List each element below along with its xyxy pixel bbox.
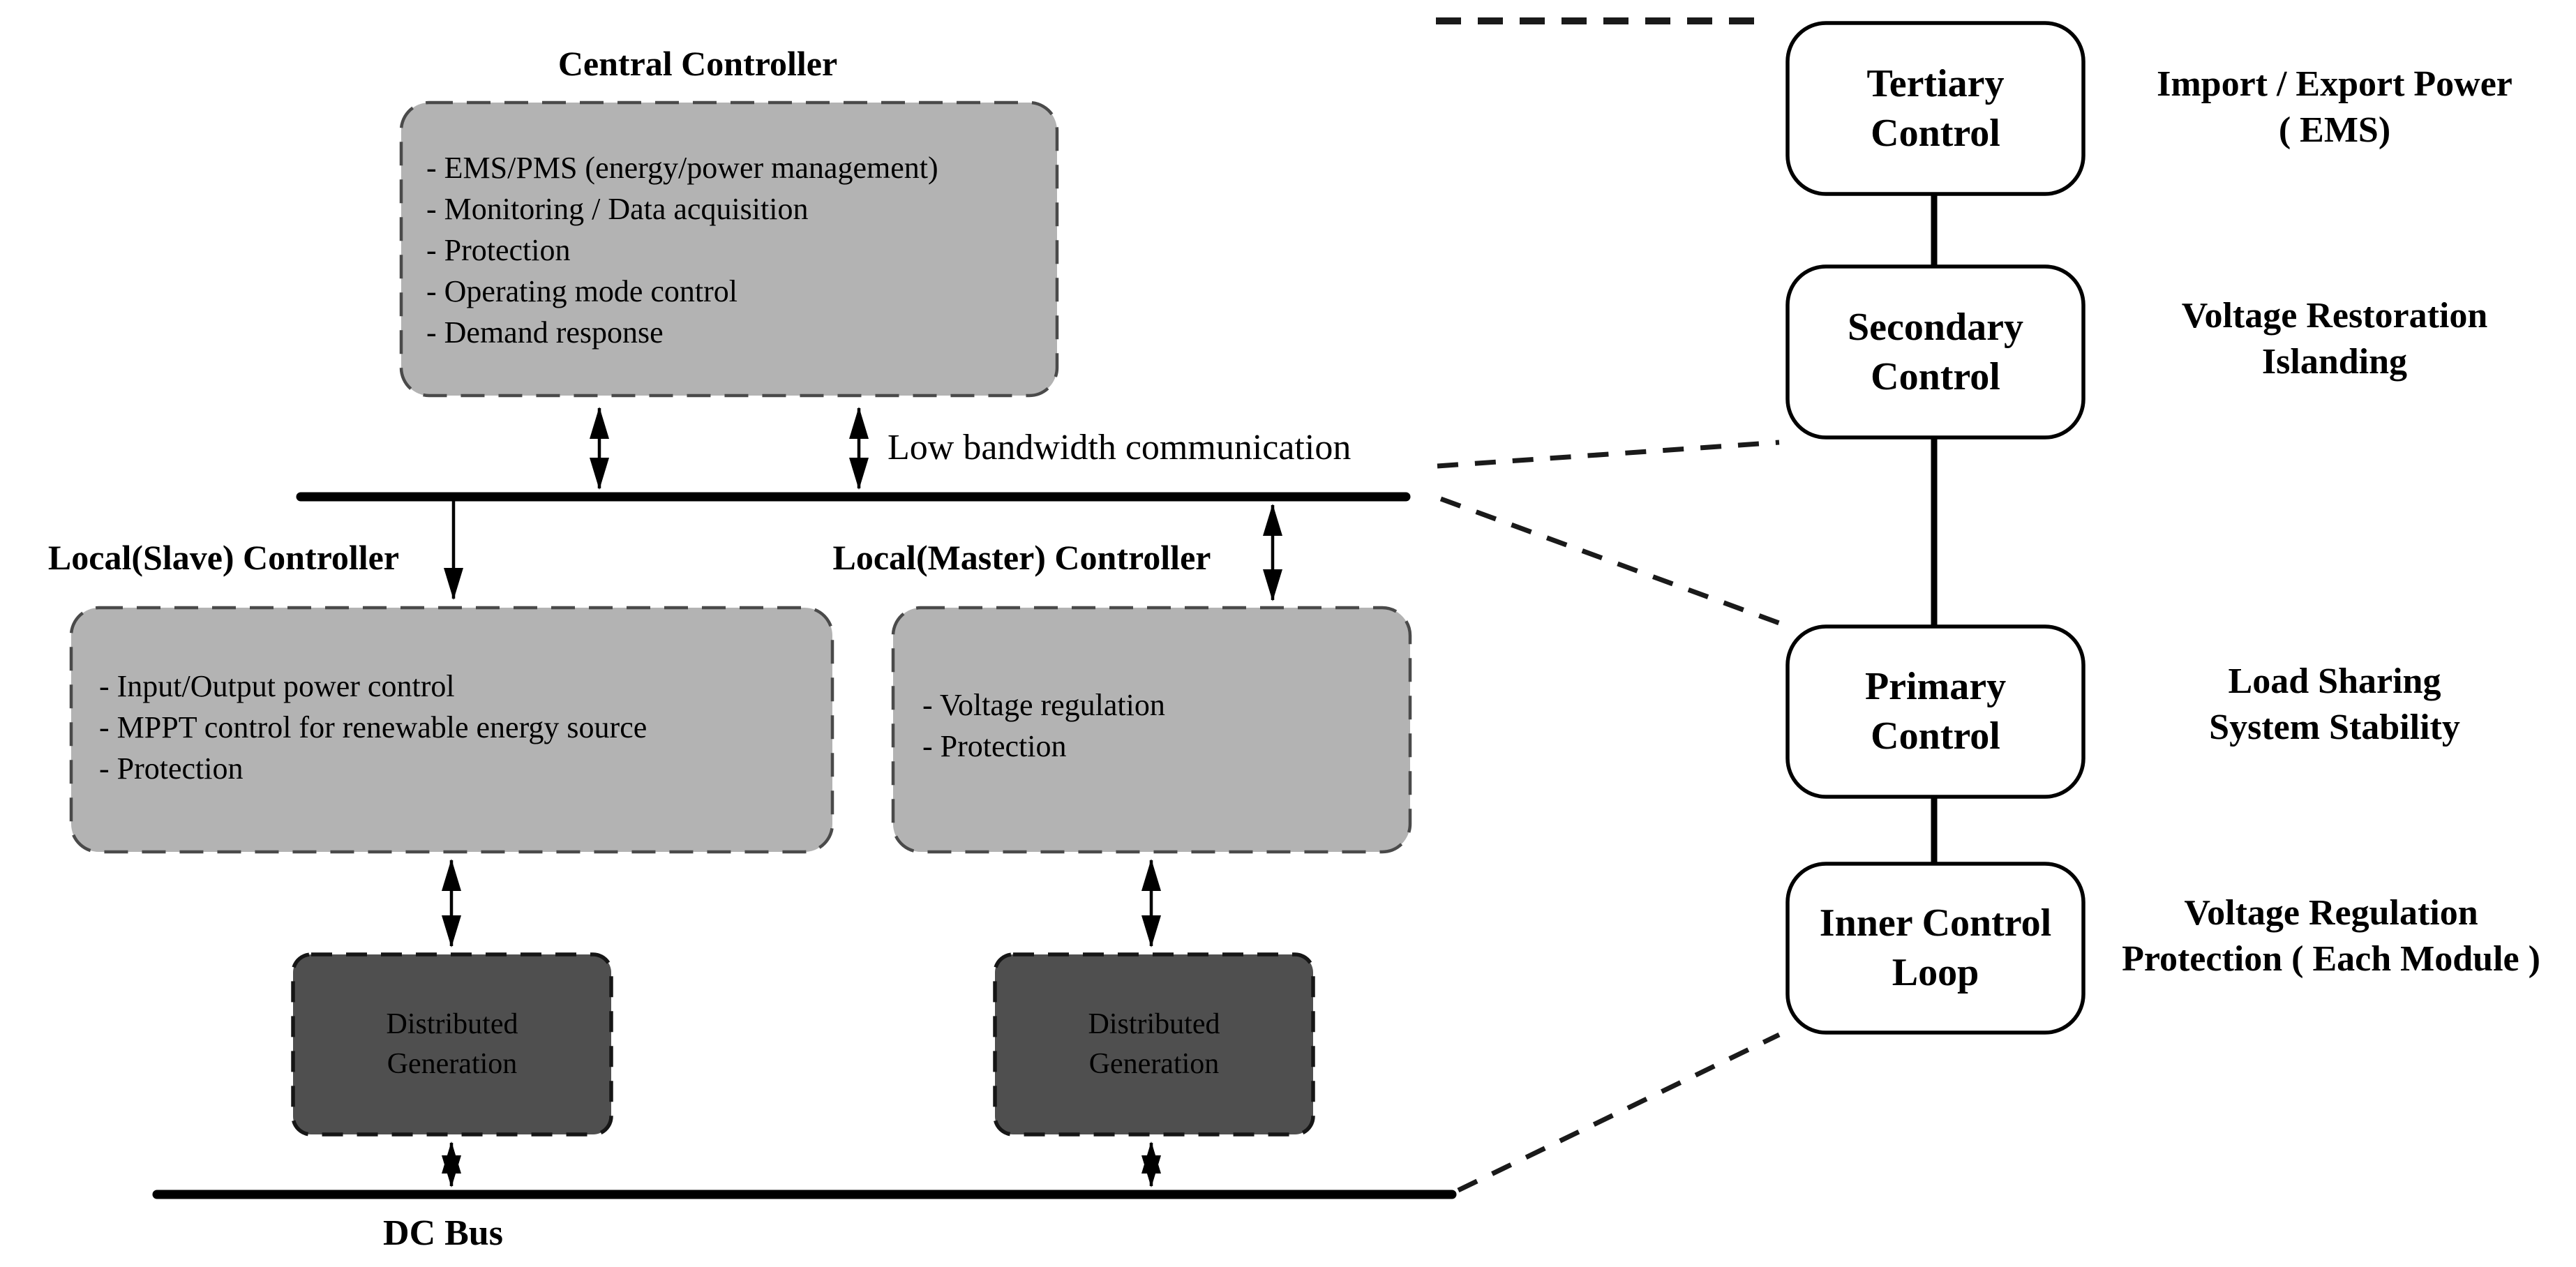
tertiary-line1: Tertiary xyxy=(1866,61,2005,105)
dg-left-line2: Generation xyxy=(387,1048,518,1080)
dcbus-to-inner-dashed-line xyxy=(1457,1032,1781,1193)
master-controller-title: Local(Master) Controller xyxy=(832,538,1211,577)
central-controller-title: Central Controller xyxy=(557,44,838,83)
secondary-control-label: Secondary Control xyxy=(1788,267,2083,437)
dg-right-line2: Generation xyxy=(1088,1048,1220,1080)
primary-side-line1: Load Sharing xyxy=(2228,661,2441,701)
secondary-line1: Secondary xyxy=(1848,305,2023,349)
primary-line1: Primary xyxy=(1864,665,2007,708)
tertiary-line2: Control xyxy=(1871,111,2000,155)
primary-line2: Control xyxy=(1871,714,2000,758)
inner-control-loop-label: Inner Control Loop xyxy=(1788,864,2083,1033)
master-list-item: - Voltage regulation xyxy=(922,688,1165,722)
inner-line2: Loop xyxy=(1892,951,1979,994)
secondary-line2: Control xyxy=(1871,354,2000,398)
primary-control-label: Primary Control xyxy=(1788,627,2083,797)
inner-side-label: Voltage Regulation Protection ( Each Mod… xyxy=(2086,890,2576,982)
low-bandwidth-communication-label: Low bandwidth communication xyxy=(888,428,1351,467)
secondary-side-line2: Islanding xyxy=(2261,342,2408,382)
dg-left-line1: Distributed xyxy=(386,1008,518,1040)
tertiary-side-label: Import / Export Power ( EMS) xyxy=(2093,61,2576,153)
central-list-item: - Demand response xyxy=(426,315,664,350)
slave-list-item: - Input/Output power control xyxy=(99,669,455,703)
primary-side-label: Load Sharing System Stability xyxy=(2093,659,2576,751)
distributed-generation-right-label: Distributed Generation xyxy=(995,954,1313,1134)
slave-controller-list: - Input/Output power control - MPPT cont… xyxy=(99,666,647,789)
primary-side-line2: System Stability xyxy=(2209,707,2460,747)
slave-list-item: - MPPT control for renewable energy sour… xyxy=(99,710,647,744)
dc-bus-label: DC Bus xyxy=(383,1213,503,1253)
secondary-side-line1: Voltage Restoration xyxy=(2181,296,2488,336)
inner-side-line2: Protection ( Each Module ) xyxy=(2122,939,2540,979)
dg-right-line1: Distributed xyxy=(1088,1008,1220,1040)
slave-controller-title: Local(Slave) Controller xyxy=(47,538,400,577)
slave-list-item: - Protection xyxy=(99,751,244,786)
inner-line1: Inner Control xyxy=(1819,901,2052,945)
central-list-item: - EMS/PMS (energy/power management) xyxy=(426,151,938,185)
tertiary-side-line1: Import / Export Power xyxy=(2157,64,2513,104)
master-list-item: - Protection xyxy=(922,729,1067,763)
tertiary-control-label: Tertiary Control xyxy=(1788,23,2083,194)
distributed-generation-left-label: Distributed Generation xyxy=(293,954,611,1134)
tertiary-side-line2: ( EMS) xyxy=(2278,110,2391,150)
bus-to-primary-dashed-line xyxy=(1439,496,1781,626)
central-list-item: - Monitoring / Data acquisition xyxy=(426,192,809,226)
central-list-item: - Operating mode control xyxy=(426,274,737,308)
master-controller-list: - Voltage regulation - Protection xyxy=(922,684,1165,767)
bus-to-secondary-dashed-line xyxy=(1437,440,1780,469)
inner-side-line1: Voltage Regulation xyxy=(2184,893,2478,933)
secondary-side-label: Voltage Restoration Islanding xyxy=(2093,293,2576,385)
central-controller-list: - EMS/PMS (energy/power management) - Mo… xyxy=(426,147,938,353)
central-list-item: - Protection xyxy=(426,233,571,267)
